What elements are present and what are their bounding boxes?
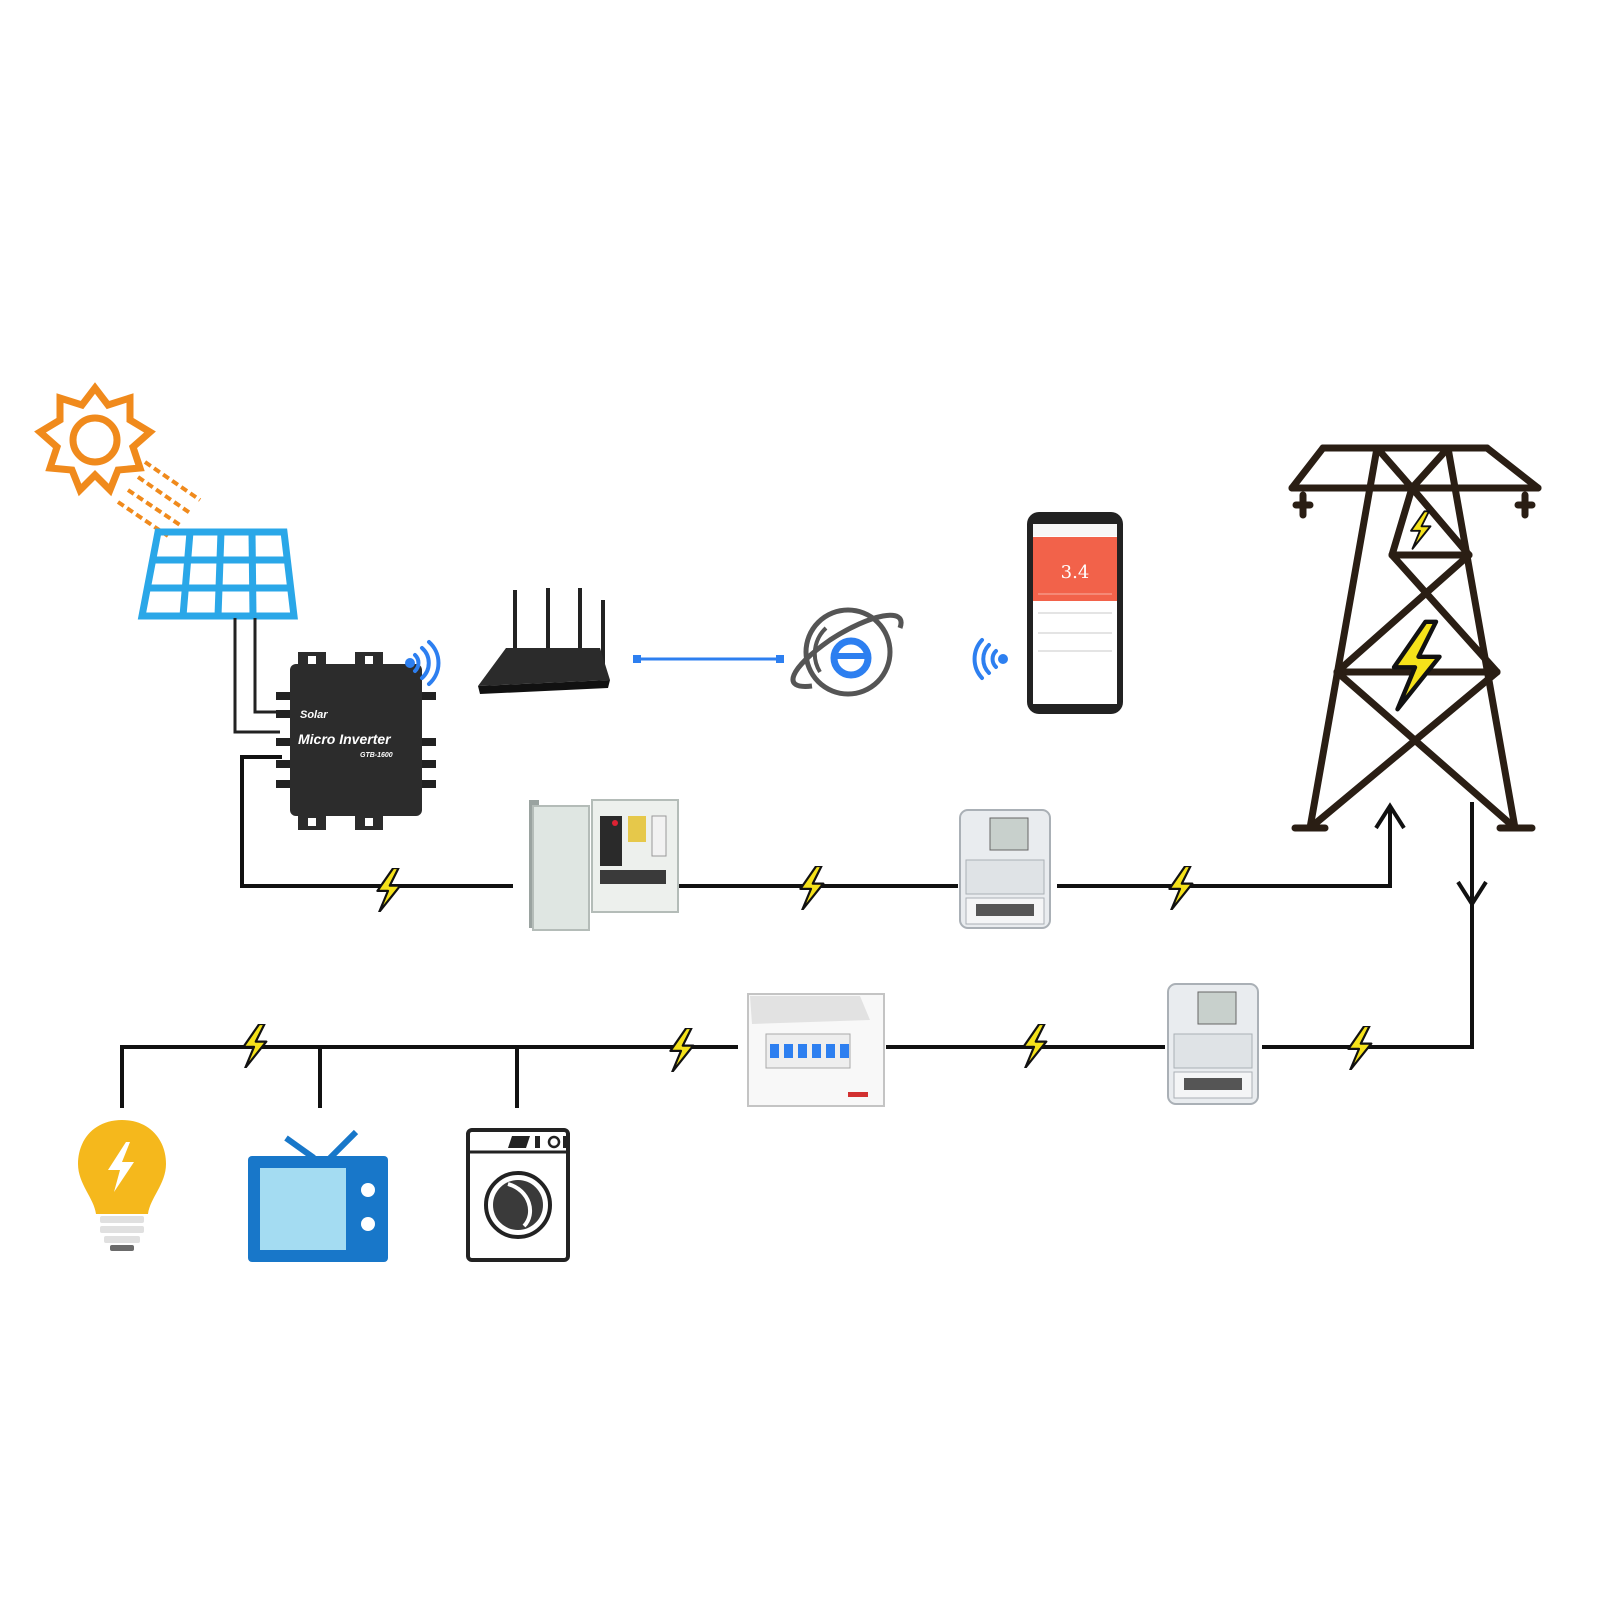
electric-meter-icon-2	[1167, 983, 1259, 1105]
smartphone-icon: 3.4	[1027, 512, 1123, 714]
breaker-panel-icon	[747, 993, 885, 1107]
wifi-icon	[405, 640, 441, 686]
solar-panel-icon	[137, 528, 298, 620]
network-link	[633, 655, 784, 663]
electric-meter-icon	[959, 809, 1051, 929]
lightning-bolt-icon	[1347, 1026, 1373, 1070]
lightning-bolt-icon	[1168, 866, 1194, 910]
washing-machine-icon	[466, 1128, 570, 1262]
cloud-internet-icon	[790, 607, 904, 697]
flow-arrow-down	[1456, 880, 1488, 908]
lightning-bolt-icon	[799, 866, 825, 910]
tower-bolt-large	[1394, 622, 1440, 710]
phone-wifi-icon	[972, 638, 1008, 680]
lightning-bolt-icon	[242, 1024, 268, 1068]
lightning-bolt-icon	[669, 1028, 695, 1072]
distribution-box-icon	[529, 799, 679, 931]
sun-icon	[34, 382, 156, 497]
micro-inverter-icon: Solar Micro Inverter GTB-1600	[276, 652, 436, 830]
router-icon	[478, 588, 610, 694]
inverter-label-title: Micro Inverter	[298, 731, 392, 747]
inverter-label-model: GTB-1600	[360, 752, 393, 759]
inverter-label-solar: Solar	[300, 709, 328, 721]
flow-arrow-up	[1374, 802, 1406, 830]
tower-bolt-small	[1410, 510, 1432, 550]
lightning-bolt-icon	[376, 868, 402, 912]
light-bulb-icon	[78, 1120, 166, 1251]
sun-rays	[116, 460, 202, 538]
lightning-bolt-icon	[1022, 1024, 1048, 1068]
phone-reading: 3.4	[1061, 562, 1090, 583]
panel-to-inverter-wires	[233, 618, 282, 734]
television-icon	[248, 1129, 388, 1262]
power-line	[120, 755, 1474, 1108]
